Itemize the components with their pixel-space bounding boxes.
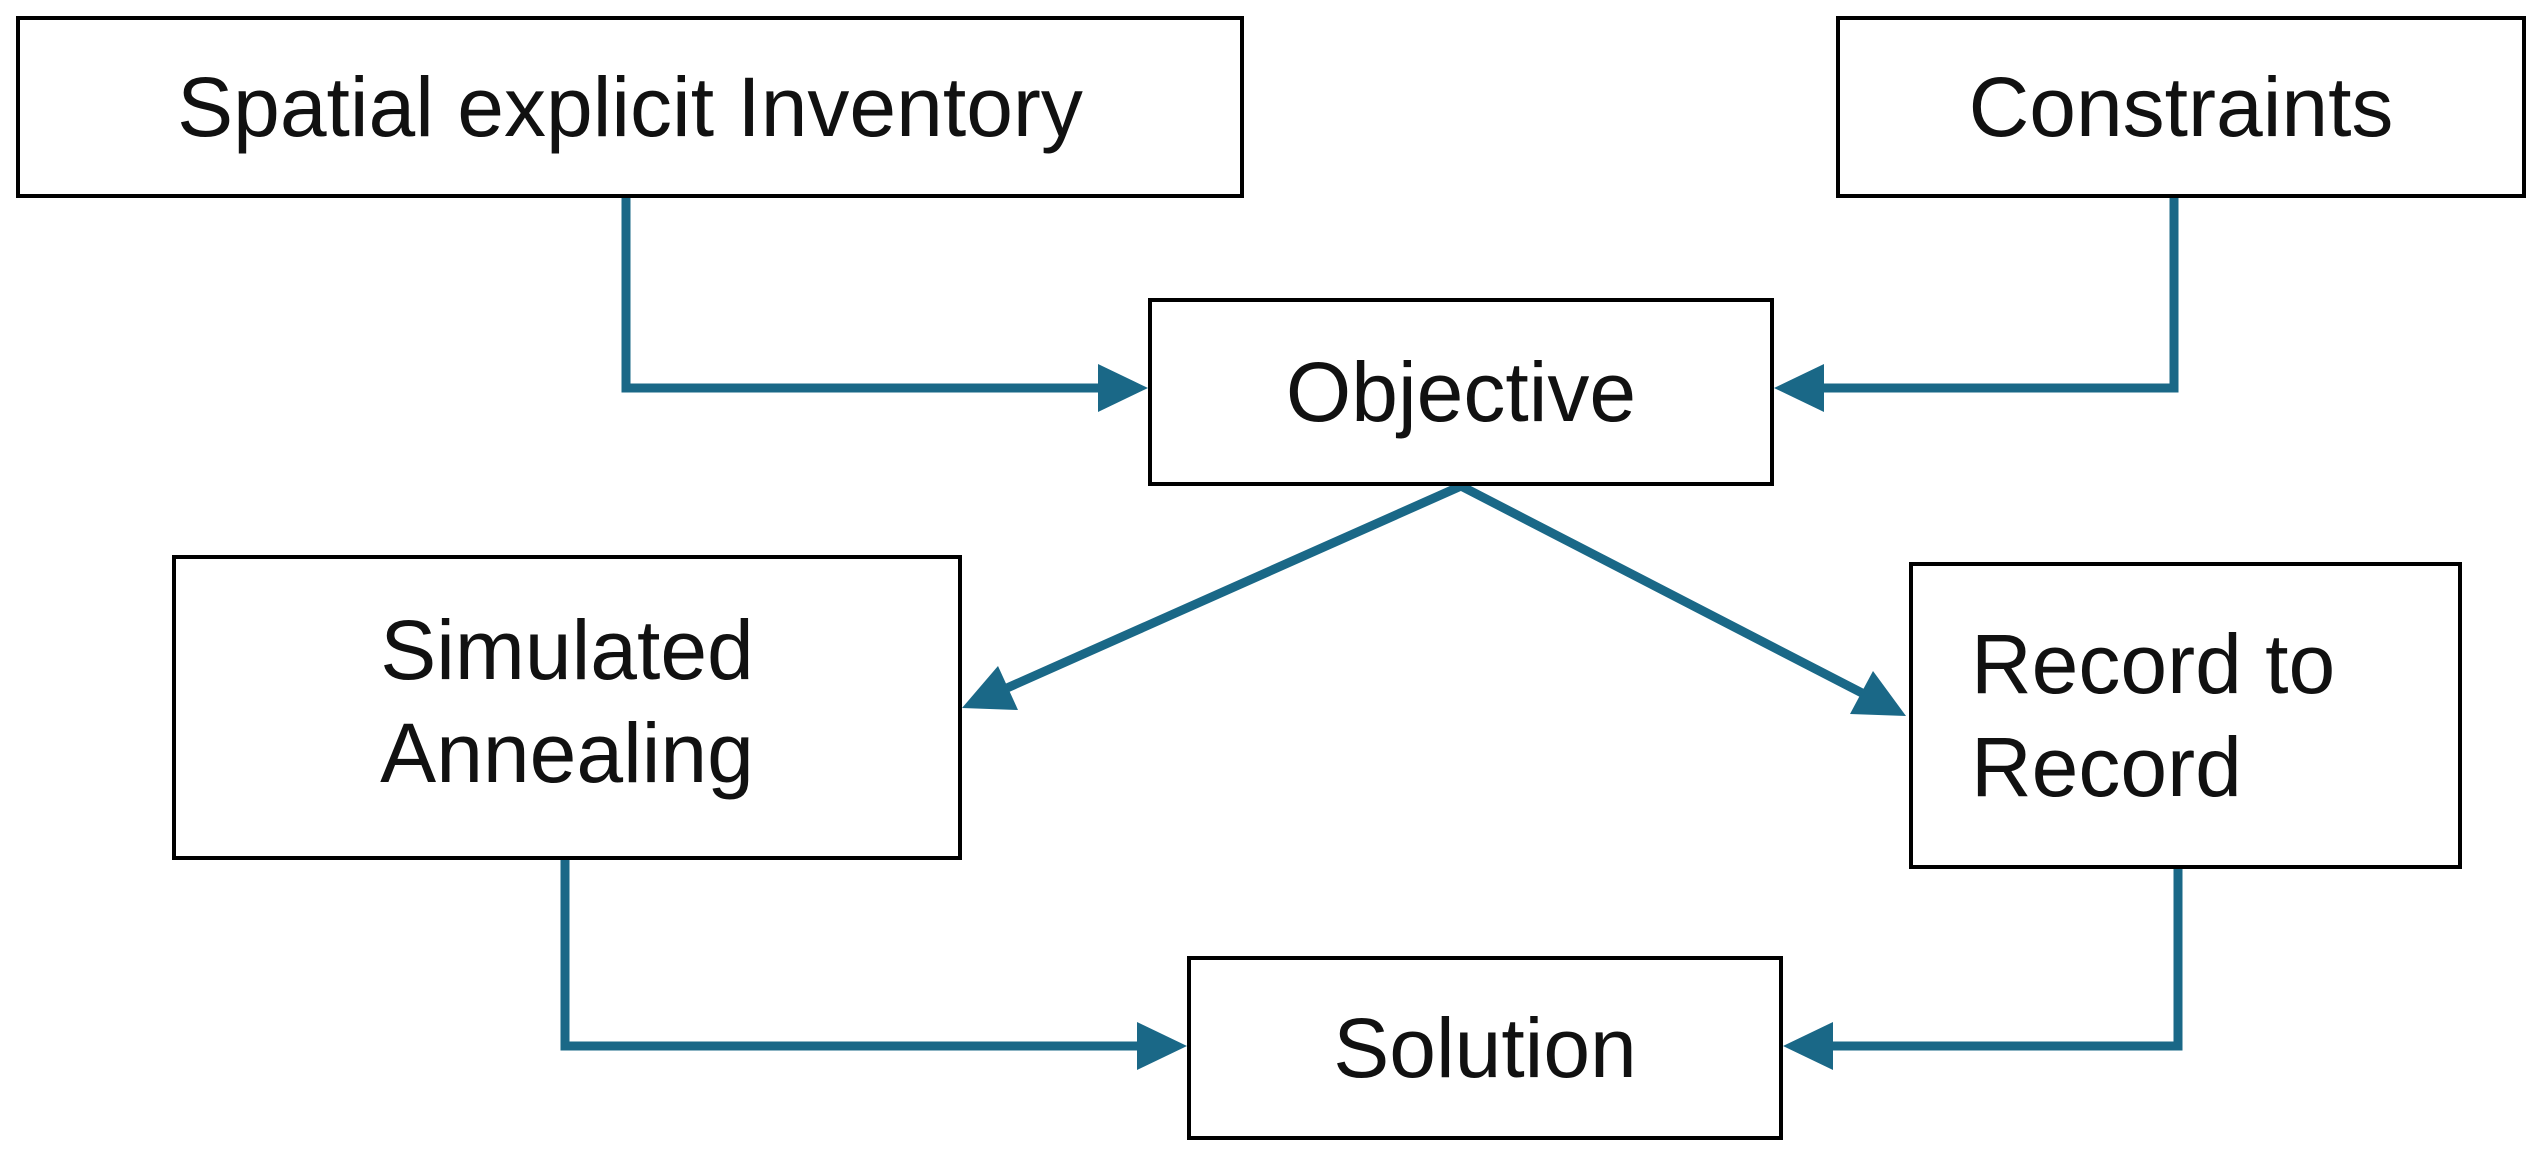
node-simulated-annealing: Simulated Annealing	[172, 555, 962, 860]
arrowhead-constraints-to-objective	[1774, 364, 1824, 412]
edge-record-to-record-to-solution	[1831, 869, 2183, 1051]
arrowhead-objective-to-record-to-record	[1850, 671, 1906, 716]
node-spatial-explicit-inventory: Spatial explicit Inventory	[16, 16, 1244, 198]
arrowhead-objective-to-simulated-annealing	[962, 666, 1018, 710]
arrowhead-inventory-to-objective	[1098, 364, 1148, 412]
edge-inventory-to-objective	[621, 198, 1100, 393]
node-objective: Objective	[1148, 298, 1774, 486]
edge-objective-to-simulated-annealing	[1005, 481, 1463, 693]
arrowhead-simulated-annealing-to-solution	[1137, 1022, 1187, 1070]
node-solution: Solution	[1187, 956, 1783, 1140]
node-constraints: Constraints	[1836, 16, 2526, 198]
edge-objective-to-record-to-record	[1458, 482, 1865, 697]
node-record-to-record: Record to Record	[1909, 562, 2462, 869]
edge-constraints-to-objective	[1822, 198, 2179, 393]
edge-simulated-annealing-to-solution	[560, 860, 1139, 1051]
arrowhead-record-to-record-to-solution	[1783, 1022, 1833, 1070]
